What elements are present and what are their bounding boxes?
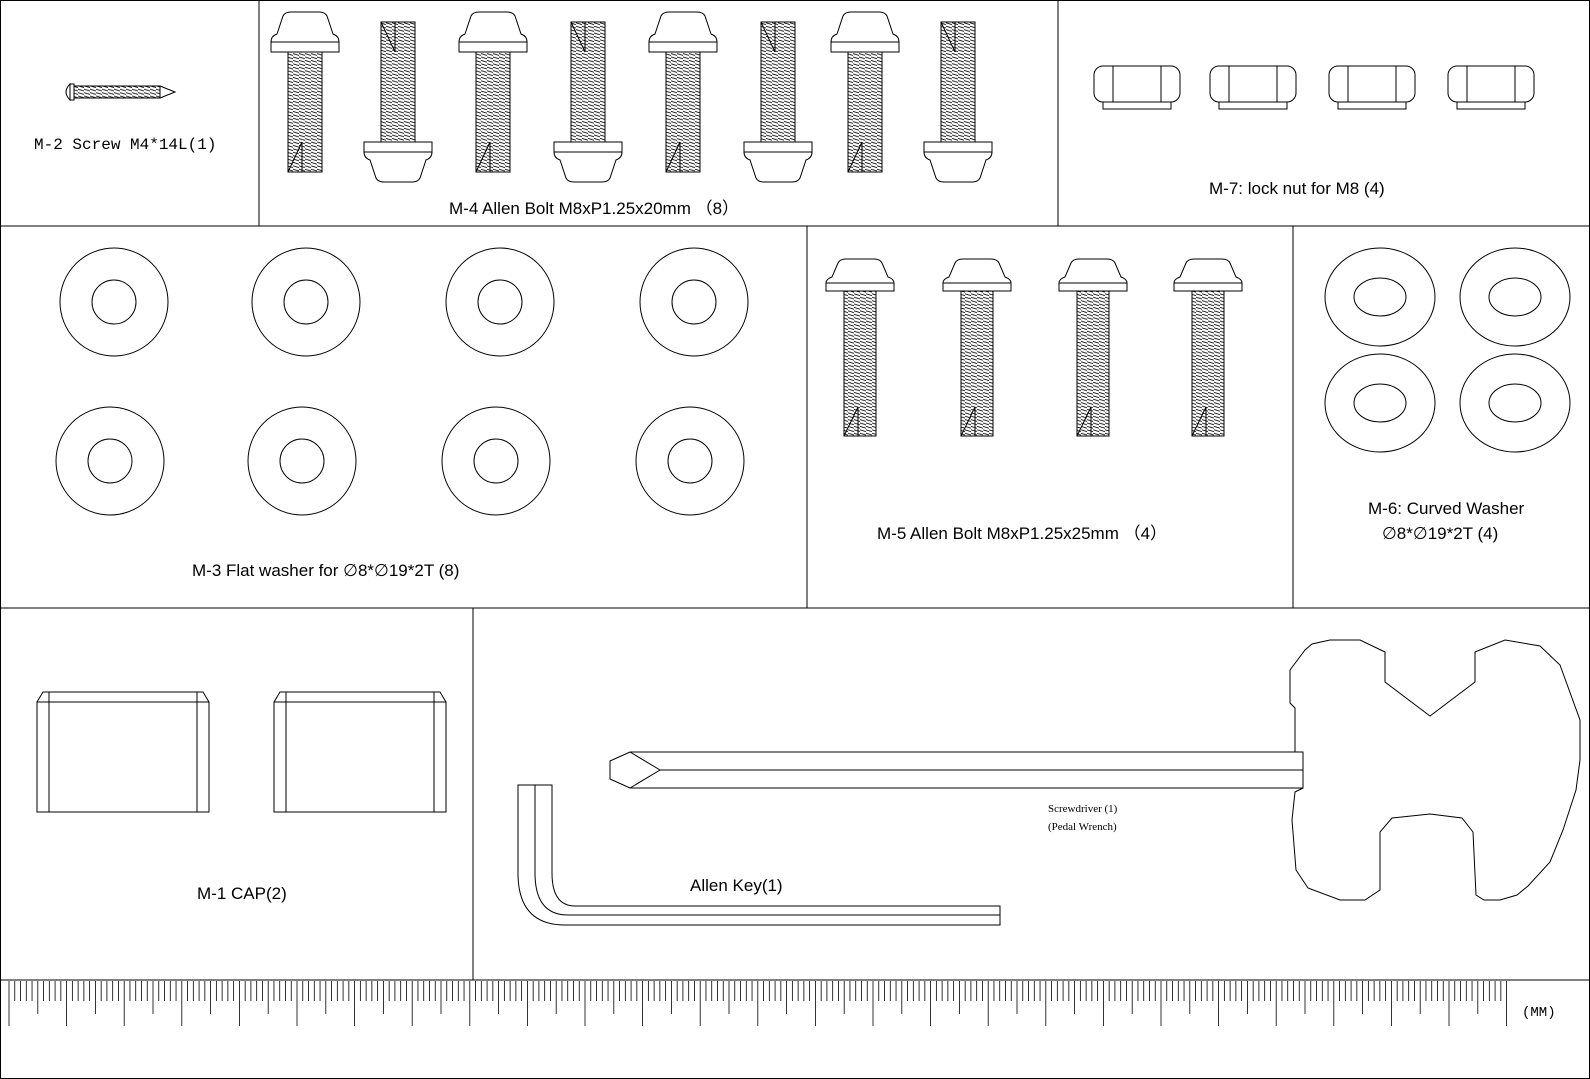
washer-icon (55, 406, 165, 516)
bolt-icon (1058, 258, 1128, 437)
allen-key-icon (517, 784, 1001, 926)
bolt-icon (270, 11, 340, 173)
nut-icon (1328, 65, 1416, 110)
screw-icon (65, 82, 177, 102)
m3-label: M-3 Flat washer for ∅8*∅19*2T (8) (192, 561, 459, 580)
m5-label: M-5 Allen Bolt M8xP1.25x25mm （4） (877, 524, 1167, 543)
m1-cell: M-1 CAP(2) (36, 691, 447, 903)
m6-label-line2: ∅8*∅19*2T (4) (1382, 524, 1498, 543)
nut-icon (1093, 65, 1181, 110)
bolt-icon (825, 258, 895, 437)
washer-icon (445, 247, 555, 357)
m6-label-line1: M-6: Curved Washer (1368, 499, 1525, 518)
washer-icon (635, 406, 745, 516)
bolt-icon (1173, 258, 1243, 437)
m2-label: M-2 Screw M4*14L(1) (34, 136, 216, 154)
bolt-icon (648, 11, 718, 173)
screwdriver-icon (609, 639, 1581, 901)
m7-label: M-7: lock nut for M8 (4) (1209, 179, 1385, 198)
m5-cell: M-5 Allen Bolt M8xP1.25x25mm （4） (825, 258, 1243, 543)
m4-cell: M-4 Allen Bolt M8xP1.25x20mm （8） (270, 11, 993, 218)
allen-key-label: Allen Key(1) (690, 876, 783, 895)
bolt-icon (923, 21, 993, 183)
screwdriver-cell: Screwdriver (1) (Pedal Wrench) (609, 639, 1581, 901)
washer-icon (639, 247, 749, 357)
bolt-icon (830, 11, 900, 173)
m1-label: M-1 CAP(2) (197, 884, 287, 903)
nut-icon (1209, 65, 1297, 110)
bolt-icon (363, 21, 433, 183)
m7-cell: M-7: lock nut for M8 (4) (1093, 65, 1535, 198)
m4-label: M-4 Allen Bolt M8xP1.25x20mm （8） (449, 199, 739, 218)
bolt-icon (942, 258, 1012, 437)
screwdriver-label-line1: Screwdriver (1) (1048, 803, 1118, 815)
washer-icon (441, 406, 551, 516)
ruler-icon (8, 981, 1507, 1026)
washer-icon (251, 247, 361, 357)
cap-icon (273, 691, 447, 813)
cap-icon (36, 691, 210, 813)
m3-cell: M-3 Flat washer for ∅8*∅19*2T (8) (55, 247, 749, 580)
washer-icon (1324, 353, 1436, 453)
m2-cell: M-2 Screw M4*14L(1) (34, 82, 216, 154)
washer-icon (247, 406, 357, 516)
bolt-icon (743, 21, 813, 183)
bolt-icon (458, 11, 528, 173)
screwdriver-label-line2: (Pedal Wrench) (1048, 821, 1117, 833)
bolt-icon (553, 21, 623, 183)
allen-key-cell: Allen Key(1) (517, 784, 1001, 926)
nut-icon (1447, 65, 1535, 110)
ruler-unit-label: (MM) (1522, 1005, 1556, 1021)
washer-icon (1459, 353, 1571, 453)
washer-icon (1459, 247, 1571, 347)
washer-icon (1324, 247, 1436, 347)
m6-cell: M-6: Curved Washer ∅8*∅19*2T (4) (1324, 247, 1571, 543)
ruler: (MM) (8, 981, 1556, 1026)
washer-icon (59, 247, 169, 357)
